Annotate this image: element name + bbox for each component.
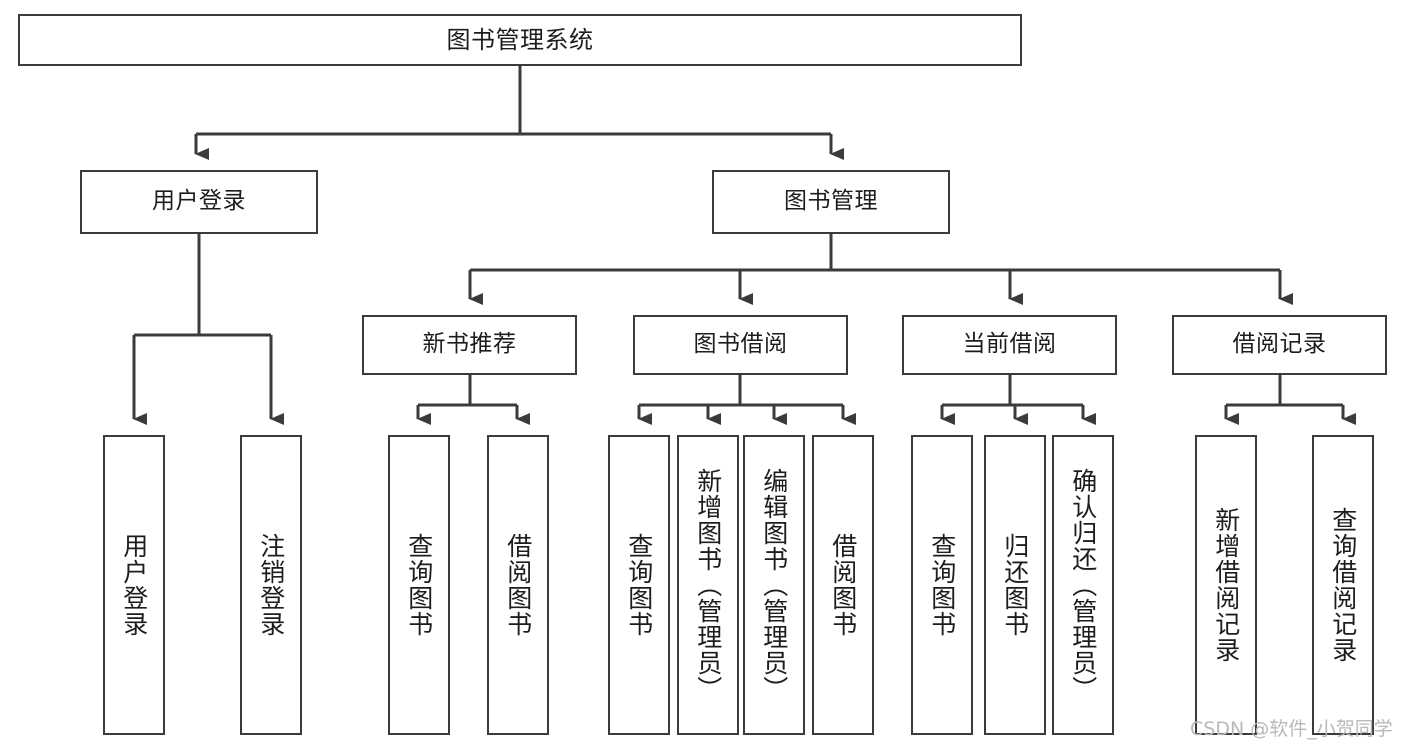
node-leaf-borrow-book-rec-label: 借阅图书 [503,533,533,637]
node-book-borrow-label: 图书借阅 [693,331,788,358]
node-leaf-edit-book-admin-label: 编辑图书（管理员） [759,468,789,702]
node-book-manage-label: 图书管理 [784,188,878,215]
node-user-login-label: 用户登录 [152,188,246,215]
node-root-label: 图书管理系统 [446,25,594,54]
node-new-book-recommend-label: 新书推荐 [422,331,517,358]
node-leaf-query-borrow-record-label: 查询借阅记录 [1328,507,1358,663]
node-leaf-add-book-admin-label: 新增图书（管理员） [693,468,723,702]
node-leaf-query-book-borrow[interactable]: 查询图书 [608,435,670,735]
node-leaf-add-book-admin[interactable]: 新增图书（管理员） [677,435,739,735]
node-current-borrow[interactable]: 当前借阅 [902,315,1117,375]
node-leaf-logout-login[interactable]: 注销登录 [240,435,302,735]
node-current-borrow-label: 当前借阅 [962,331,1057,358]
node-leaf-query-book-current[interactable]: 查询图书 [911,435,973,735]
node-leaf-add-borrow-record-label: 新增借阅记录 [1211,507,1241,663]
node-leaf-edit-book-admin[interactable]: 编辑图书（管理员） [743,435,805,735]
node-book-manage[interactable]: 图书管理 [712,170,950,234]
node-leaf-borrow-book-rec[interactable]: 借阅图书 [487,435,549,735]
node-leaf-query-book-rec-label: 查询图书 [404,533,434,637]
node-new-book-recommend[interactable]: 新书推荐 [362,315,577,375]
node-leaf-query-book-current-label: 查询图书 [927,533,957,637]
csdn-watermark: CSDN @软件_小贺同学 [1190,718,1393,740]
node-leaf-user-login-label: 用户登录 [119,533,149,637]
node-borrow-record-label: 借阅记录 [1232,331,1327,358]
node-leaf-query-book-rec[interactable]: 查询图书 [388,435,450,735]
node-user-login[interactable]: 用户登录 [80,170,318,234]
node-leaf-logout-login-label: 注销登录 [256,533,286,637]
node-leaf-confirm-return-admin[interactable]: 确认归还（管理员） [1052,435,1114,735]
node-leaf-return-book-label: 归还图书 [1000,533,1030,637]
node-leaf-query-book-borrow-label: 查询图书 [624,533,654,637]
node-leaf-confirm-return-admin-label: 确认归还（管理员） [1068,468,1098,702]
node-leaf-add-borrow-record[interactable]: 新增借阅记录 [1195,435,1257,735]
node-leaf-user-login[interactable]: 用户登录 [103,435,165,735]
node-leaf-borrow-book-label: 借阅图书 [828,533,858,637]
node-book-borrow[interactable]: 图书借阅 [633,315,848,375]
node-leaf-query-borrow-record[interactable]: 查询借阅记录 [1312,435,1374,735]
node-leaf-return-book[interactable]: 归还图书 [984,435,1046,735]
node-leaf-borrow-book[interactable]: 借阅图书 [812,435,874,735]
node-borrow-record[interactable]: 借阅记录 [1172,315,1387,375]
node-root[interactable]: 图书管理系统 [18,14,1022,66]
